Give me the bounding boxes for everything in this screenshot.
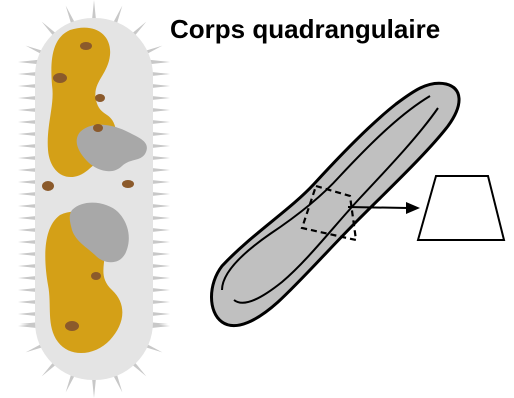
spiny-cell	[18, 0, 170, 398]
rod-body	[212, 83, 460, 325]
trapezoid-shape	[418, 176, 504, 240]
rod-structure	[212, 83, 505, 325]
